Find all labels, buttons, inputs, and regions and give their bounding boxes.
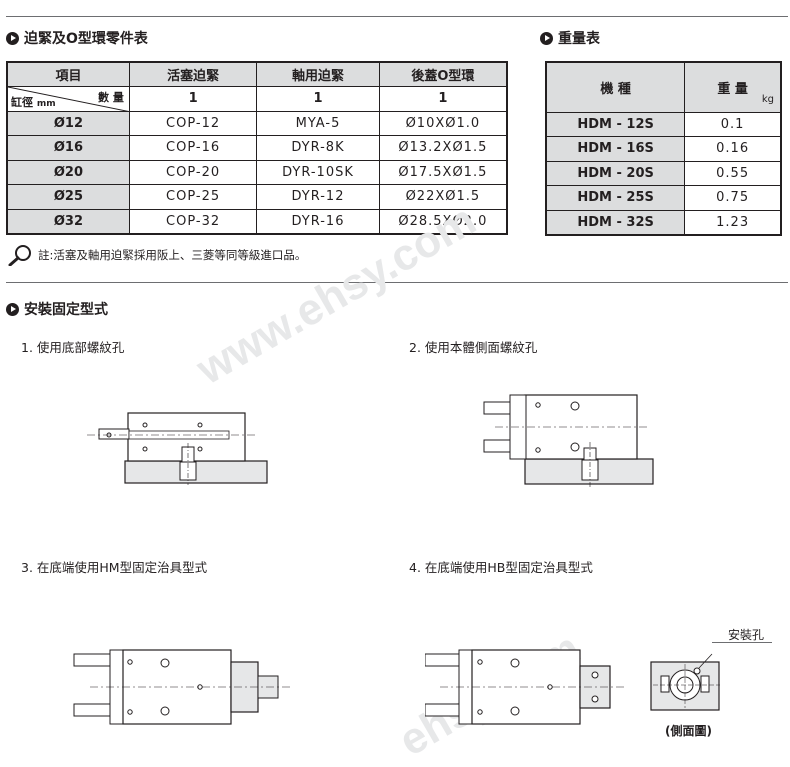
piston-seal-cell: COP-12 bbox=[128, 110, 258, 136]
piston-seal-cell: COP-20 bbox=[128, 159, 258, 185]
piston-seal-cell: COP-32 bbox=[128, 208, 258, 234]
unit-label: kg bbox=[761, 93, 774, 105]
mount-drawing-bottom-thread bbox=[87, 412, 268, 485]
mount-section-title: 安裝固定型式 bbox=[6, 299, 108, 319]
oring-cell: Ø17.5XØ1.5 bbox=[378, 159, 508, 185]
qty-value: 1 bbox=[256, 86, 380, 112]
table-row: HDM - 20S 0.55 bbox=[545, 160, 782, 186]
top-rule bbox=[6, 16, 788, 17]
table-row: Ø12 COP-12 MYA-5 Ø10XØ1.0 bbox=[6, 110, 508, 136]
qty-row: 數 量 缸徑 mm 1 1 1 bbox=[6, 86, 508, 112]
table-row: Ø32 COP-32 DYR-16 Ø28.5XØ2.0 bbox=[6, 208, 508, 234]
model-cell: HDM - 12S bbox=[545, 111, 686, 137]
mount-drawing-hm-fixture bbox=[73, 649, 292, 725]
header-item: 項目 bbox=[6, 61, 130, 87]
weight-cell: 1.23 bbox=[684, 209, 782, 235]
side-view-drawing bbox=[650, 653, 720, 711]
mount-drawing-side-thread bbox=[483, 394, 654, 487]
mount-hole-label: 安裝孔 bbox=[728, 628, 765, 642]
model-cell: HDM - 25S bbox=[545, 185, 686, 211]
mount-caption-2: 2. 使用本體側面螺紋孔 bbox=[409, 340, 538, 355]
bore-label: 缸徑 mm bbox=[11, 95, 56, 109]
mount-drawing-hb-fixture bbox=[425, 649, 627, 725]
bore-cell: Ø25 bbox=[6, 184, 130, 210]
table-row: HDM - 16S 0.16 bbox=[545, 136, 782, 162]
shaft-seal-cell: DYR-10SK bbox=[256, 159, 380, 185]
weight-cell: 0.55 bbox=[684, 160, 782, 186]
model-cell: HDM - 16S bbox=[545, 136, 686, 162]
oring-cell: Ø28.5XØ2.0 bbox=[378, 208, 508, 234]
mount-caption-1: 1. 使用底部螺紋孔 bbox=[21, 340, 125, 355]
weight-section-title: 重量表 bbox=[540, 28, 600, 48]
parts-table: 項目 活塞迫緊 軸用迫緊 後蓋O型環 數 量 缸徑 mm 1 1 1 Ø12 C… bbox=[6, 61, 508, 235]
play-bullet-icon bbox=[6, 302, 19, 316]
magnifier-icon bbox=[8, 245, 31, 266]
weight-cell: 0.16 bbox=[684, 136, 782, 162]
model-cell: HDM - 20S bbox=[545, 160, 686, 186]
note-text: 註:活塞及軸用迫緊採用阪上、三菱等同等級進口品。 bbox=[38, 248, 307, 262]
bore-cell: Ø12 bbox=[6, 110, 130, 136]
header-piston-seal: 活塞迫緊 bbox=[128, 61, 258, 87]
middle-rule bbox=[6, 282, 788, 283]
qty-value: 1 bbox=[128, 86, 258, 112]
table-row: Ø25 COP-25 DYR-12 Ø22XØ1.5 bbox=[6, 184, 508, 210]
shaft-seal-cell: DYR-16 bbox=[256, 208, 380, 234]
piston-seal-cell: COP-16 bbox=[128, 135, 258, 161]
shaft-seal-cell: MYA-5 bbox=[256, 110, 380, 136]
oring-cell: Ø22XØ1.5 bbox=[378, 184, 508, 210]
note: 註:活塞及軸用迫緊採用阪上、三菱等同等級進口品。 bbox=[8, 244, 306, 266]
mount-caption-3: 3. 在底端使用HM型固定治具型式 bbox=[21, 560, 208, 575]
oring-cell: Ø13.2XØ1.5 bbox=[378, 135, 508, 161]
weight-cell: 0.1 bbox=[684, 111, 782, 137]
bore-cell: Ø16 bbox=[6, 135, 130, 161]
parts-section-title: 迫緊及O型環零件表 bbox=[6, 28, 148, 48]
play-bullet-icon bbox=[540, 31, 553, 45]
qty-value: 1 bbox=[378, 86, 508, 112]
model-cell: HDM - 32S bbox=[545, 209, 686, 235]
qty-label: 數 量 bbox=[98, 91, 124, 104]
oring-cell: Ø10XØ1.0 bbox=[378, 110, 508, 136]
side-view-label: (側面圖) bbox=[665, 724, 712, 738]
table-row: HDM - 12S 0.1 bbox=[545, 111, 782, 137]
table-row: Ø20 COP-20 DYR-10SK Ø17.5XØ1.5 bbox=[6, 159, 508, 185]
shaft-seal-cell: DYR-8K bbox=[256, 135, 380, 161]
table-row: HDM - 25S 0.75 bbox=[545, 185, 782, 211]
leader-line bbox=[712, 642, 772, 643]
bore-qty-diagonal-cell: 數 量 缸徑 mm bbox=[6, 86, 131, 112]
header-shaft-seal: 軸用迫緊 bbox=[256, 61, 380, 87]
table-row: HDM - 32S 1.23 bbox=[545, 209, 782, 235]
bore-cell: Ø20 bbox=[6, 159, 130, 185]
diagonal-line bbox=[8, 87, 131, 112]
mount-caption-4: 4. 在底端使用HB型固定治具型式 bbox=[409, 560, 593, 575]
piston-seal-cell: COP-25 bbox=[128, 184, 258, 210]
table-row: Ø16 COP-16 DYR-8K Ø13.2XØ1.5 bbox=[6, 135, 508, 161]
parts-header-row: 項目 活塞迫緊 軸用迫緊 後蓋O型環 bbox=[6, 61, 508, 87]
header-oring: 後蓋O型環 bbox=[378, 61, 508, 87]
shaft-seal-cell: DYR-12 bbox=[256, 184, 380, 210]
bore-cell: Ø32 bbox=[6, 208, 130, 234]
play-bullet-icon bbox=[6, 31, 19, 45]
weight-cell: 0.75 bbox=[684, 185, 782, 211]
header-model: 機 種 bbox=[545, 61, 686, 113]
